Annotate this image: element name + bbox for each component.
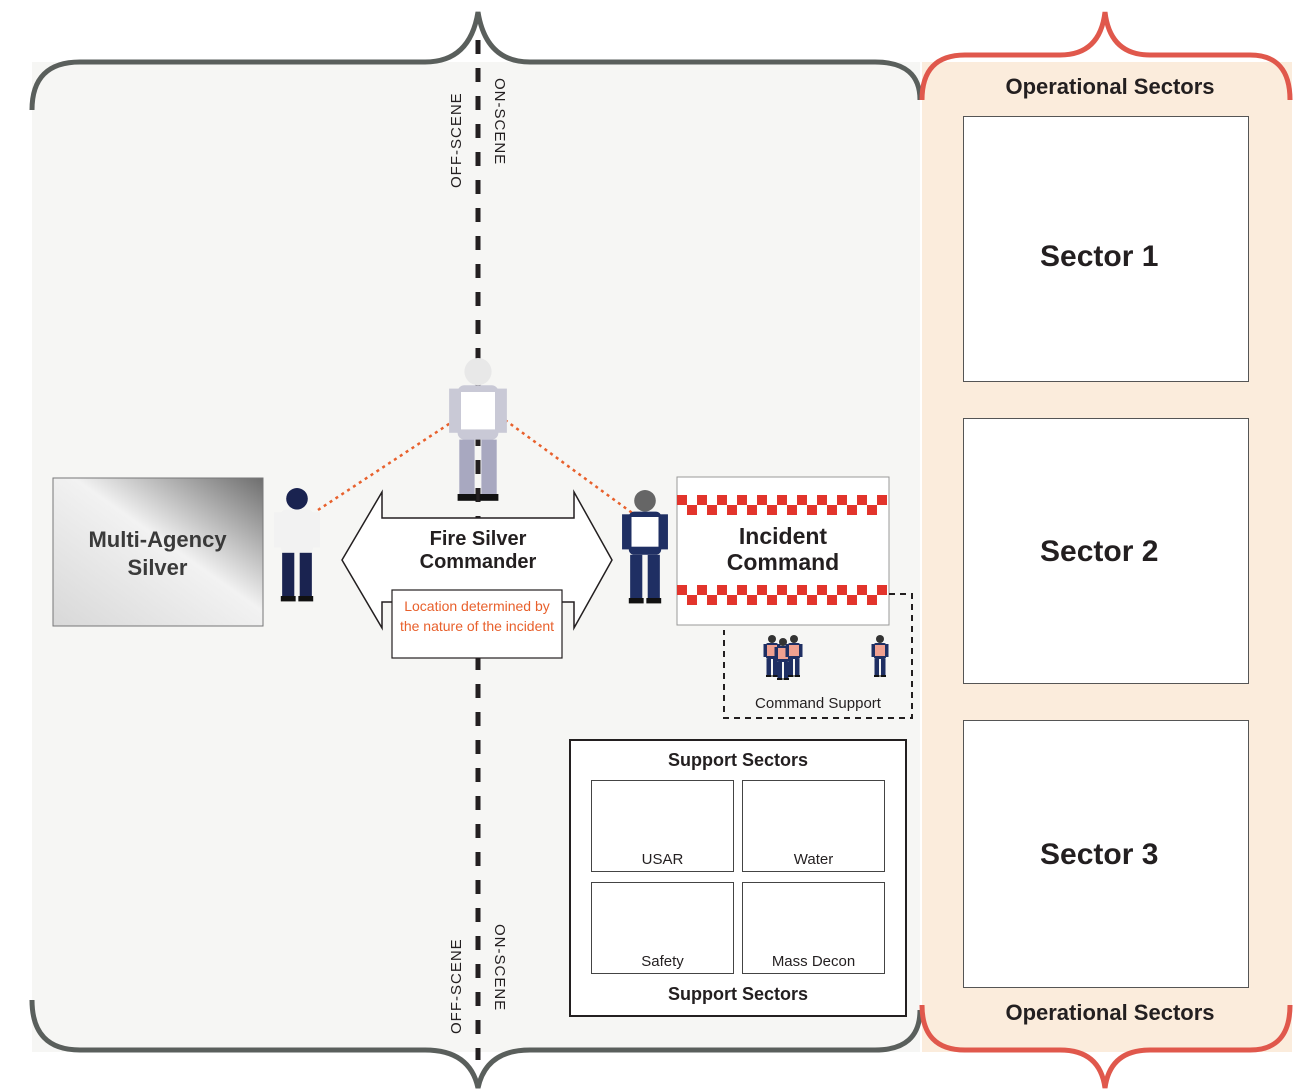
fire-silver-commander-label: Fire Silver Commander <box>419 528 537 573</box>
support-sectors-title-bottom: Support Sectors <box>667 984 809 1004</box>
sector-2-label: Sector 2 <box>1040 535 1159 568</box>
multi-agency-silver-label: Multi-Agency Silver <box>88 527 227 580</box>
bottom-bracket <box>29 999 923 1089</box>
command-support-label: Command Support <box>755 695 881 712</box>
command-support-figure <box>785 635 803 677</box>
safety-box: Safety <box>591 882 734 974</box>
water-label: Water <box>793 851 834 868</box>
checker-band-bottom <box>677 585 887 605</box>
off-scene-label-bottom: OFF-SCENE <box>448 938 465 1034</box>
incident-command-label: Incident Command <box>726 523 840 575</box>
police-officer-figure <box>274 488 320 602</box>
water-box: Water <box>742 780 885 872</box>
command-support-figure <box>774 638 792 680</box>
checker-band-top <box>677 495 887 515</box>
multi-agency-box <box>52 477 264 627</box>
sector-1-box <box>963 116 1249 382</box>
usar-label: USAR <box>641 851 684 868</box>
location-note: Location determined by the nature of the… <box>399 598 555 634</box>
mass-decon-box: Mass Decon <box>742 882 885 974</box>
on-scene-label-bottom: ON-SCENE <box>491 924 508 1012</box>
sector-1-label: Sector 1 <box>1040 240 1159 273</box>
command-support-figure <box>763 635 781 677</box>
support-sectors-title-top: Support Sectors <box>667 750 809 770</box>
mass-decon-label: Mass Decon <box>771 953 856 970</box>
top-bracket <box>29 11 923 111</box>
safety-label: Safety <box>641 953 684 970</box>
operational-sectors-title-top: Operational Sectors <box>1005 74 1215 99</box>
sector-3-label: Sector 3 <box>1040 838 1159 871</box>
command-support-figure <box>871 635 889 677</box>
usar-box: USAR <box>591 780 734 872</box>
sector-2-box <box>963 418 1249 684</box>
off-scene-label-top: OFF-SCENE <box>448 92 465 188</box>
on-scene-label-top: ON-SCENE <box>491 78 508 166</box>
operational-bottom-bracket <box>919 1004 1293 1089</box>
command-support-box <box>723 593 913 719</box>
operational-sectors-title-bottom: Operational Sectors <box>1005 1000 1215 1025</box>
link-right <box>504 418 636 517</box>
location-note-box <box>391 589 563 659</box>
incident-commander-figure <box>622 490 668 604</box>
sector-3-box <box>963 720 1249 988</box>
fire-silver-commander-figure <box>449 358 507 501</box>
operational-top-bracket <box>919 11 1293 101</box>
